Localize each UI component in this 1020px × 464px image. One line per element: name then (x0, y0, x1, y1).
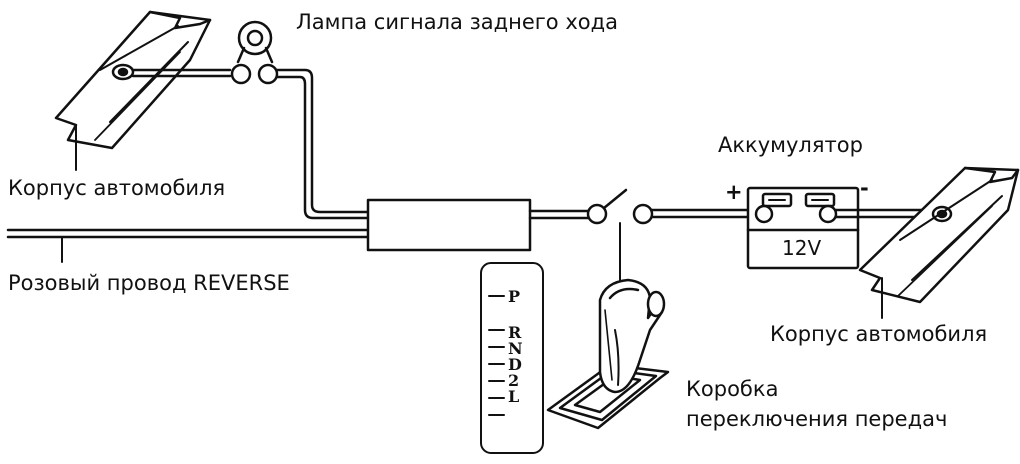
gearbox-label-line2: переключения передач (686, 407, 948, 431)
car-body-right-chassis (858, 166, 1020, 319)
lamp-label: Лампа сигнала заднего хода (296, 10, 618, 34)
wire-lamp-to-relay-2 (275, 75, 370, 220)
pink-wire-label: Розовый провод REVERSE (8, 271, 290, 295)
gear-switch (586, 188, 654, 286)
battery-label: Аккумулятор (718, 133, 863, 157)
gear-r: R (508, 323, 522, 342)
car-body-right-label: Корпус автомобиля (770, 322, 988, 346)
reverse-lamp (230, 20, 279, 85)
car-body-left-chassis (54, 10, 212, 151)
gear-p: P (508, 287, 521, 306)
gearbox-label-line1: Коробка (686, 377, 779, 401)
interface-box (366, 198, 532, 252)
gear-l: L (508, 387, 520, 406)
gear-n: N (508, 339, 523, 358)
battery-plus-label: + (725, 180, 743, 204)
gear-d: D (508, 355, 522, 374)
gear-indicator-panel (480, 262, 544, 454)
battery-voltage-label: 12V (782, 236, 822, 260)
gear-shifter (546, 278, 670, 430)
wire-lamp-to-relay (275, 68, 370, 214)
battery (746, 186, 860, 270)
battery-minus-label: - (860, 176, 869, 200)
car-body-left-label: Корпус автомобиля (8, 176, 226, 200)
gear-2: 2 (508, 371, 520, 390)
